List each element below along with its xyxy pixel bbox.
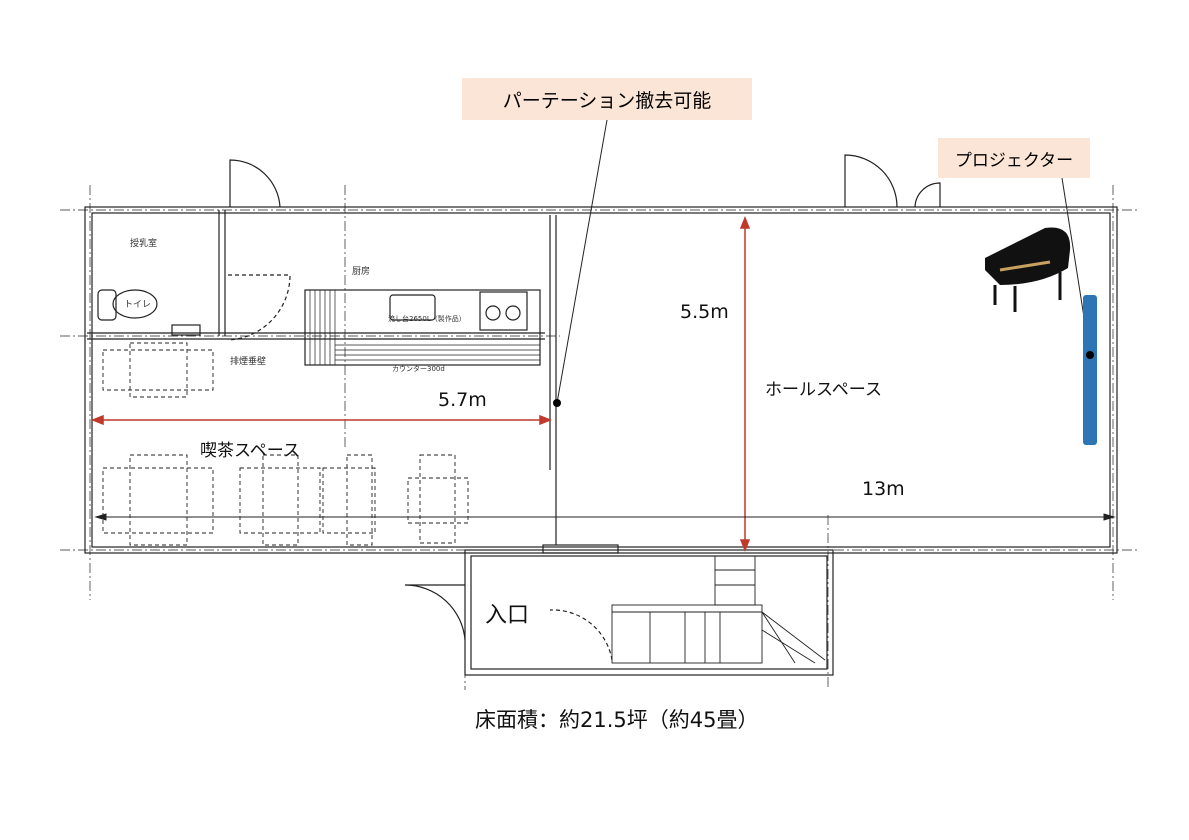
sink-label: 流し台2650L（製作品） xyxy=(388,315,466,323)
entrance-door xyxy=(404,584,466,641)
sink xyxy=(389,294,436,321)
entrance-label: 入口 xyxy=(485,603,530,628)
door-top-left xyxy=(229,159,281,208)
smoke-wall-label: 排煙垂壁 xyxy=(230,357,267,367)
floor-area-label: 床面積：約21.5坪（約45畳） xyxy=(475,708,759,732)
projector-callout: プロジェクター xyxy=(938,138,1090,178)
door-top-right xyxy=(844,154,898,208)
grand-piano-icon xyxy=(985,227,1071,312)
threshold xyxy=(542,544,619,554)
grid-lines xyxy=(60,185,1140,690)
projector-screen xyxy=(1083,295,1097,445)
stairs xyxy=(611,555,826,664)
nursing-room-label: 授乳室 xyxy=(130,239,158,249)
hall-space-label: ホールスペース xyxy=(765,380,882,400)
toilet-label: トイレ xyxy=(124,300,152,310)
cafe-width-label: 5.7m xyxy=(438,389,487,411)
kitchen-label: 厨房 xyxy=(352,267,371,277)
cafe-tables xyxy=(102,342,469,546)
partition-leader xyxy=(556,119,608,404)
toilet xyxy=(97,289,117,321)
dimension-5-5m xyxy=(739,215,751,553)
total-length-label: 13m xyxy=(862,478,905,500)
cafe-space-label: 喫茶スペース xyxy=(200,441,300,461)
kitchen-counter xyxy=(304,289,541,366)
dimension-5-7m xyxy=(90,414,553,426)
counter-label: カウンター300d xyxy=(392,365,445,373)
partition-removable-callout: パーテーション撤去可能 xyxy=(462,78,752,120)
stove xyxy=(479,291,528,331)
dimension-13m xyxy=(94,513,1116,521)
hall-depth-label: 5.5m xyxy=(680,301,729,323)
